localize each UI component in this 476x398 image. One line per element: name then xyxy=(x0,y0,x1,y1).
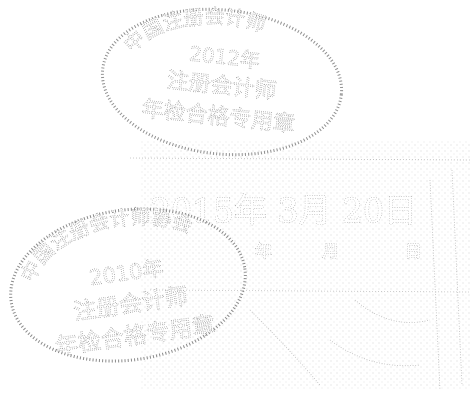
seal-border xyxy=(100,7,344,157)
seal-border xyxy=(9,207,247,363)
date-label-year: 年 xyxy=(255,242,272,262)
date-label-day: 日 xyxy=(405,242,422,262)
date-label-month: 月 xyxy=(322,242,339,262)
scan-texture xyxy=(249,169,463,391)
seal-year: 2012年 xyxy=(188,41,261,72)
date-line: 2015年 3月 20日 xyxy=(150,191,417,230)
seal-title: 注册会计师 xyxy=(166,68,278,104)
stipple-background xyxy=(140,140,470,390)
